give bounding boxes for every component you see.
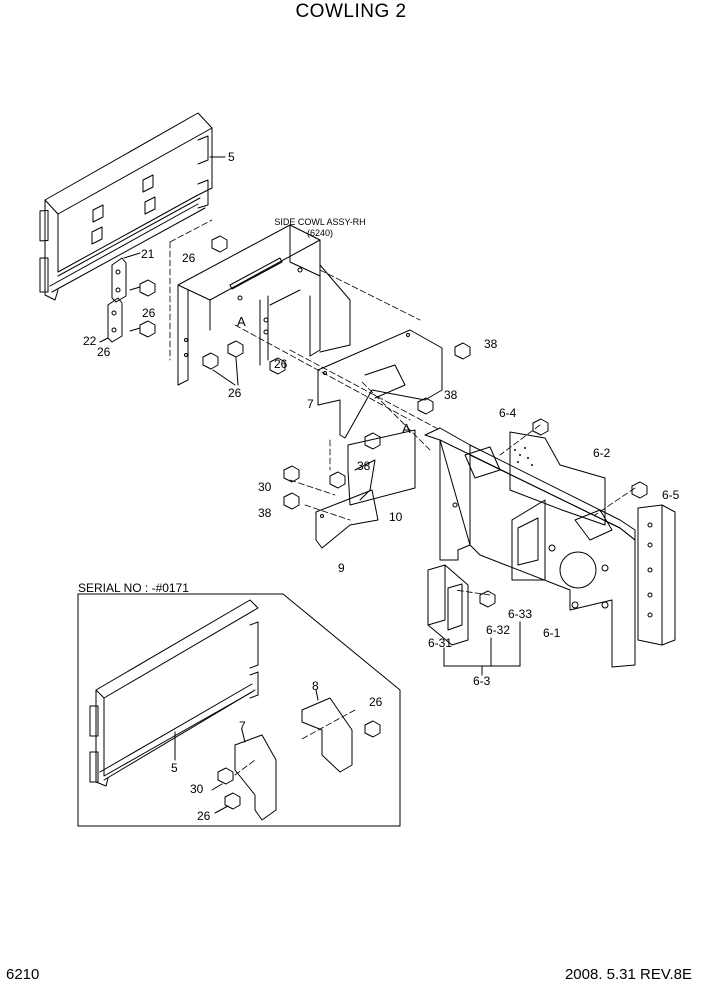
part-6-4-bolt — [532, 418, 549, 436]
part-10-plate — [347, 429, 416, 506]
label-26-top: 26 — [182, 251, 196, 265]
side-cowl-note: SIDE COWL ASSY-RH (6240) — [265, 217, 375, 239]
side-cowl-bracket — [177, 224, 351, 386]
label-7-inset: 7 — [239, 719, 246, 733]
label-30-inset: 30 — [190, 782, 204, 796]
side-cowl-note-text: SIDE COWL ASSY-RH — [274, 217, 366, 227]
label-9: 9 — [338, 561, 345, 575]
label-26-inset-right: 26 — [369, 695, 383, 709]
part-6-5-bolt — [631, 481, 648, 499]
side-cowl-note-ref: (6240) — [306, 228, 333, 238]
bolts-26-left — [129, 235, 228, 338]
serial-inset — [77, 593, 401, 827]
part-8-inset — [301, 689, 353, 773]
part-7-cover — [317, 329, 443, 439]
part-5-lower-panel — [89, 599, 259, 787]
label-26-right: 26 — [274, 357, 288, 371]
page-title: COWLING 2 — [295, 1, 407, 22]
part-6-1-bracket — [424, 427, 636, 668]
view-marker-a-right: A — [402, 421, 411, 436]
part-6-31-box — [427, 564, 469, 646]
bolts-38 — [283, 342, 471, 510]
part-9-plate — [315, 489, 379, 549]
part-5-upper-panel — [39, 112, 226, 301]
label-8: 8 — [312, 679, 319, 693]
view-marker-a-left: A — [237, 314, 246, 329]
label-38-mid: 38 — [444, 388, 458, 402]
label-22: 22 — [83, 334, 97, 348]
revision-stamp: 2008. 5.31 REV.8E — [564, 966, 692, 983]
label-38-top: 38 — [484, 337, 498, 351]
label-6-33: 6-33 — [508, 607, 533, 621]
label-7: 7 — [307, 397, 314, 411]
label-26-left: 26 — [97, 345, 111, 359]
leader-6-3 — [443, 621, 521, 676]
label-6-5: 6-5 — [662, 488, 680, 502]
label-26-center: 26 — [228, 386, 242, 400]
label-26-mid: 26 — [142, 306, 156, 320]
label-6-32: 6-32 — [486, 623, 511, 637]
label-5-inset: 5 — [171, 761, 178, 775]
part-21-bracket — [111, 252, 141, 303]
label-26-inset-bottom: 26 — [197, 809, 211, 823]
label-6-1: 6-1 — [543, 626, 561, 640]
part-7-inset — [234, 729, 277, 821]
bolts-26-center — [202, 340, 286, 386]
label-5-upper: 5 — [228, 150, 235, 164]
serial-note: SERIAL NO : -#0171 — [78, 581, 189, 595]
right-vertical-plate — [637, 504, 676, 646]
label-38-bottom: 38 — [258, 506, 272, 520]
label-6-2: 6-2 — [593, 446, 611, 460]
dashed-leader-lines — [169, 219, 636, 776]
part-22-bracket — [99, 297, 123, 343]
label-21: 21 — [141, 247, 155, 261]
page-number: 6210 — [6, 966, 40, 983]
label-6-4: 6-4 — [499, 406, 517, 420]
part-6-32-bolt — [479, 590, 496, 608]
bolts-inset — [211, 720, 381, 814]
label-6-3: 6-3 — [473, 674, 491, 688]
label-30: 30 — [258, 480, 272, 494]
part-6-2-panel — [509, 431, 606, 526]
label-10: 10 — [389, 510, 403, 524]
label-38-lower: 38 — [357, 459, 371, 473]
label-6-31: 6-31 — [428, 636, 453, 650]
